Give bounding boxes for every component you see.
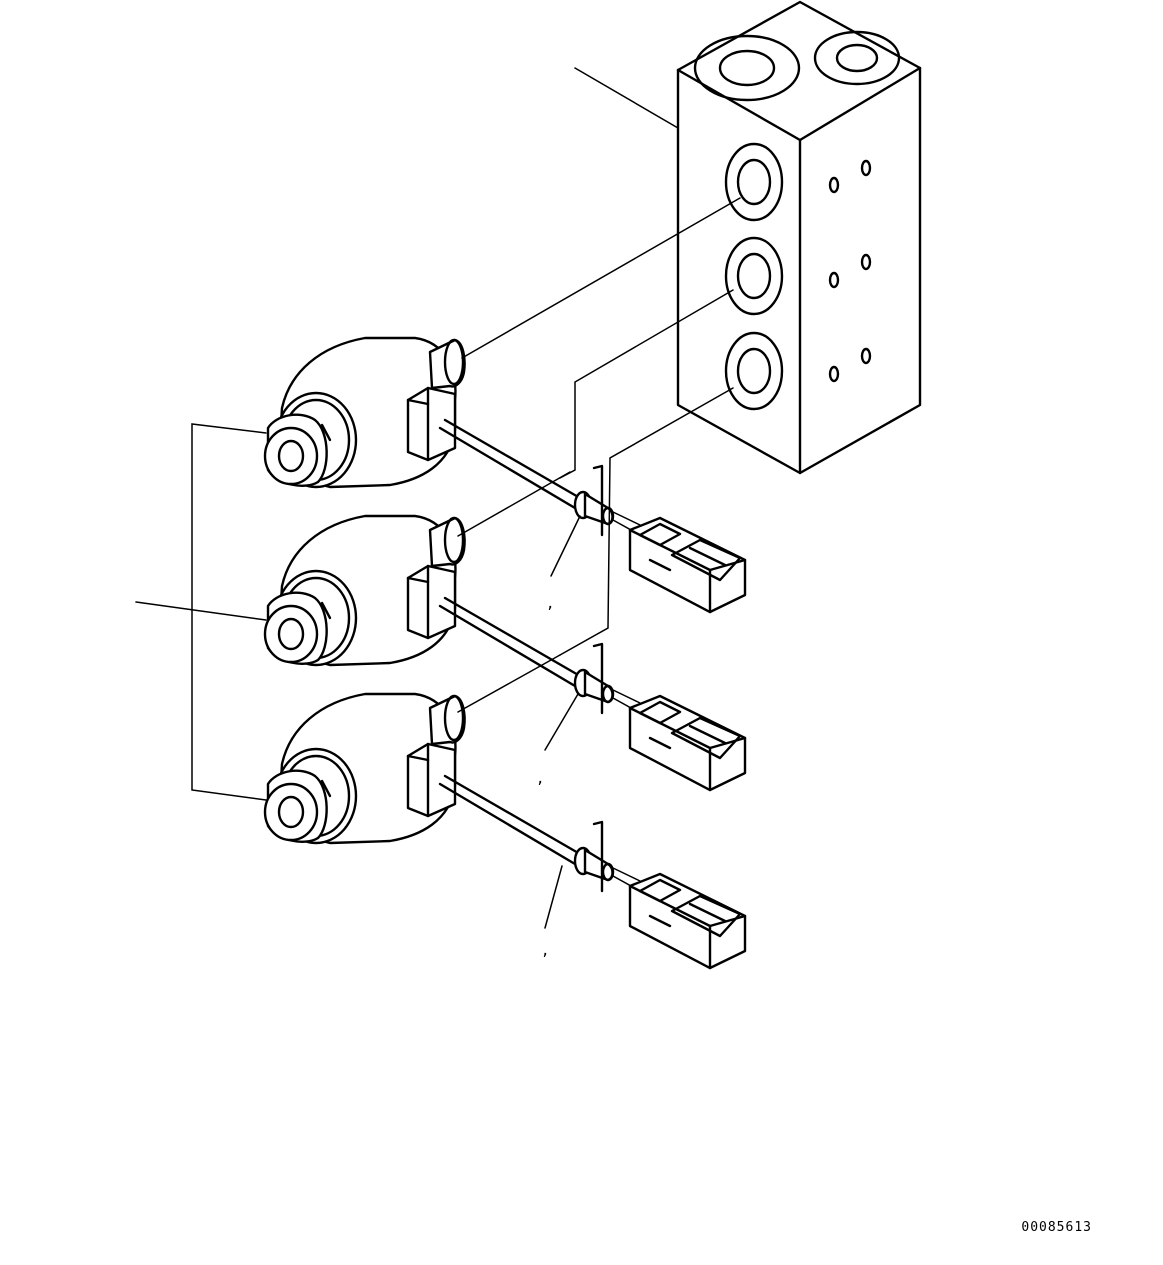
solenoid-bracket-leader xyxy=(135,423,267,801)
clamp-mark-2: , xyxy=(536,771,544,787)
clamp-leaders xyxy=(544,515,581,929)
clamp-mark-1: , xyxy=(546,596,554,612)
block-leader-line xyxy=(574,67,679,129)
valve-block xyxy=(676,0,922,475)
clamp-mark-3: , xyxy=(541,943,549,959)
drawing-number: 00085613 xyxy=(1021,1220,1092,1235)
assembly-lines xyxy=(457,197,741,713)
